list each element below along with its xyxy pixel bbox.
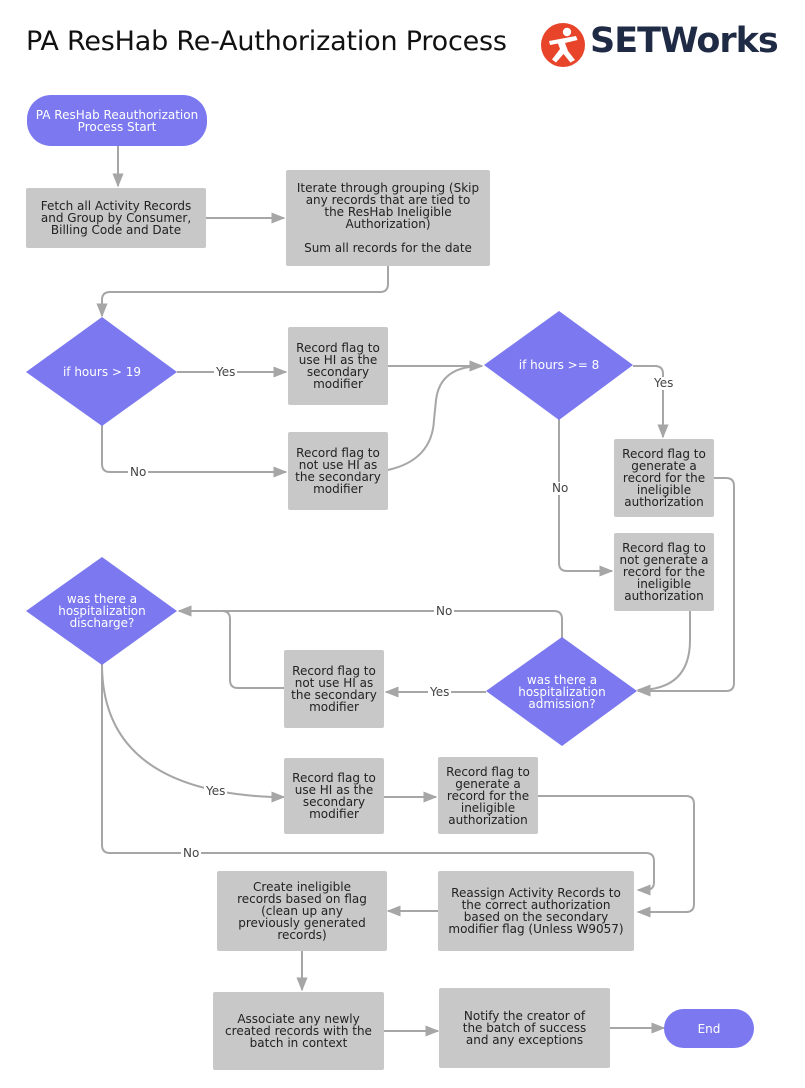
edge-label-yes-admission: Yes — [428, 685, 452, 699]
decision-discharge — [26, 557, 177, 665]
decision-discharge-label: was there a hospitalization discharge? — [58, 592, 146, 630]
decision-if-hours-19 — [26, 317, 177, 426]
edge-notusehi2-discharge — [177, 605, 284, 689]
notify-creator-box: Notify the creator of the batch of succe… — [439, 988, 610, 1068]
start-node: PA ResHab Reauthorization Process Start — [27, 95, 207, 146]
edge-generate1-admission — [636, 477, 735, 697]
edge-if8-yes — [633, 365, 669, 439]
create-ineligible-box: Create ineligible records based on flag … — [217, 871, 387, 951]
logo-figure — [549, 27, 578, 63]
associate-records-box: Associate any newly created records with… — [213, 992, 384, 1070]
edge-label-no-8: No — [550, 481, 571, 495]
flag-use-hi-box-2: Record flag to use HI as the secondary m… — [284, 758, 384, 834]
reassign-records-box: Reassign Activity Records to the correct… — [438, 871, 634, 951]
edge-label-yes-8: Yes — [652, 376, 676, 390]
edge-if8-no — [558, 418, 614, 577]
edge-discharge-yes — [101, 663, 286, 803]
page-title: PA ResHab Re-Authorization Process — [26, 26, 507, 57]
edge-label-yes-19: Yes — [214, 365, 238, 379]
edge-admission-no — [177, 605, 563, 638]
setworks-logo — [541, 23, 585, 67]
edge-label-no-discharge: No — [181, 846, 202, 860]
decision-if-hours-19-label: if hours > 19 — [62, 365, 142, 379]
fetch-records-box: Fetch all Activity Records and Group by … — [26, 188, 206, 248]
edge-discharge-no — [101, 664, 655, 896]
flag-not-use-hi-box-2: Record flag to not use HI as the seconda… — [284, 650, 384, 728]
decision-if-hours-8-label: if hours >= 8 — [518, 358, 600, 372]
edge-notgenerate-admission — [636, 610, 691, 696]
iterate-grouping-box: Iterate through grouping (Skip any recor… — [286, 170, 490, 266]
flag-generate-box-2: Record flag to generate a record for the… — [438, 757, 538, 834]
decision-admission — [486, 637, 637, 746]
edge-if19-no — [101, 424, 288, 478]
edge-iterate-if19 — [96, 266, 389, 318]
edge-generate2-reassign — [538, 795, 695, 918]
flag-not-generate-box: Record flag to not generate a record for… — [614, 533, 714, 611]
edge-notusehi1-if8 — [387, 360, 484, 471]
logo-wordmark: SETWorks — [590, 21, 779, 61]
edge-label-no-19: No — [128, 465, 149, 479]
edge-label-no-admission: No — [434, 604, 455, 618]
end-node: End — [664, 1009, 754, 1048]
flag-not-use-hi-box-1: Record flag to not use HI as the seconda… — [288, 432, 388, 510]
decision-shapes — [26, 311, 637, 746]
decision-if-hours-8 — [484, 311, 633, 420]
edge-label-yes-discharge: Yes — [204, 784, 228, 798]
flag-use-hi-box-1: Record flag to use HI as the secondary m… — [288, 327, 388, 405]
flag-generate-box-1: Record flag to generate a record for the… — [614, 439, 714, 517]
decision-admission-label: was there a hospitalization admission? — [518, 673, 606, 711]
